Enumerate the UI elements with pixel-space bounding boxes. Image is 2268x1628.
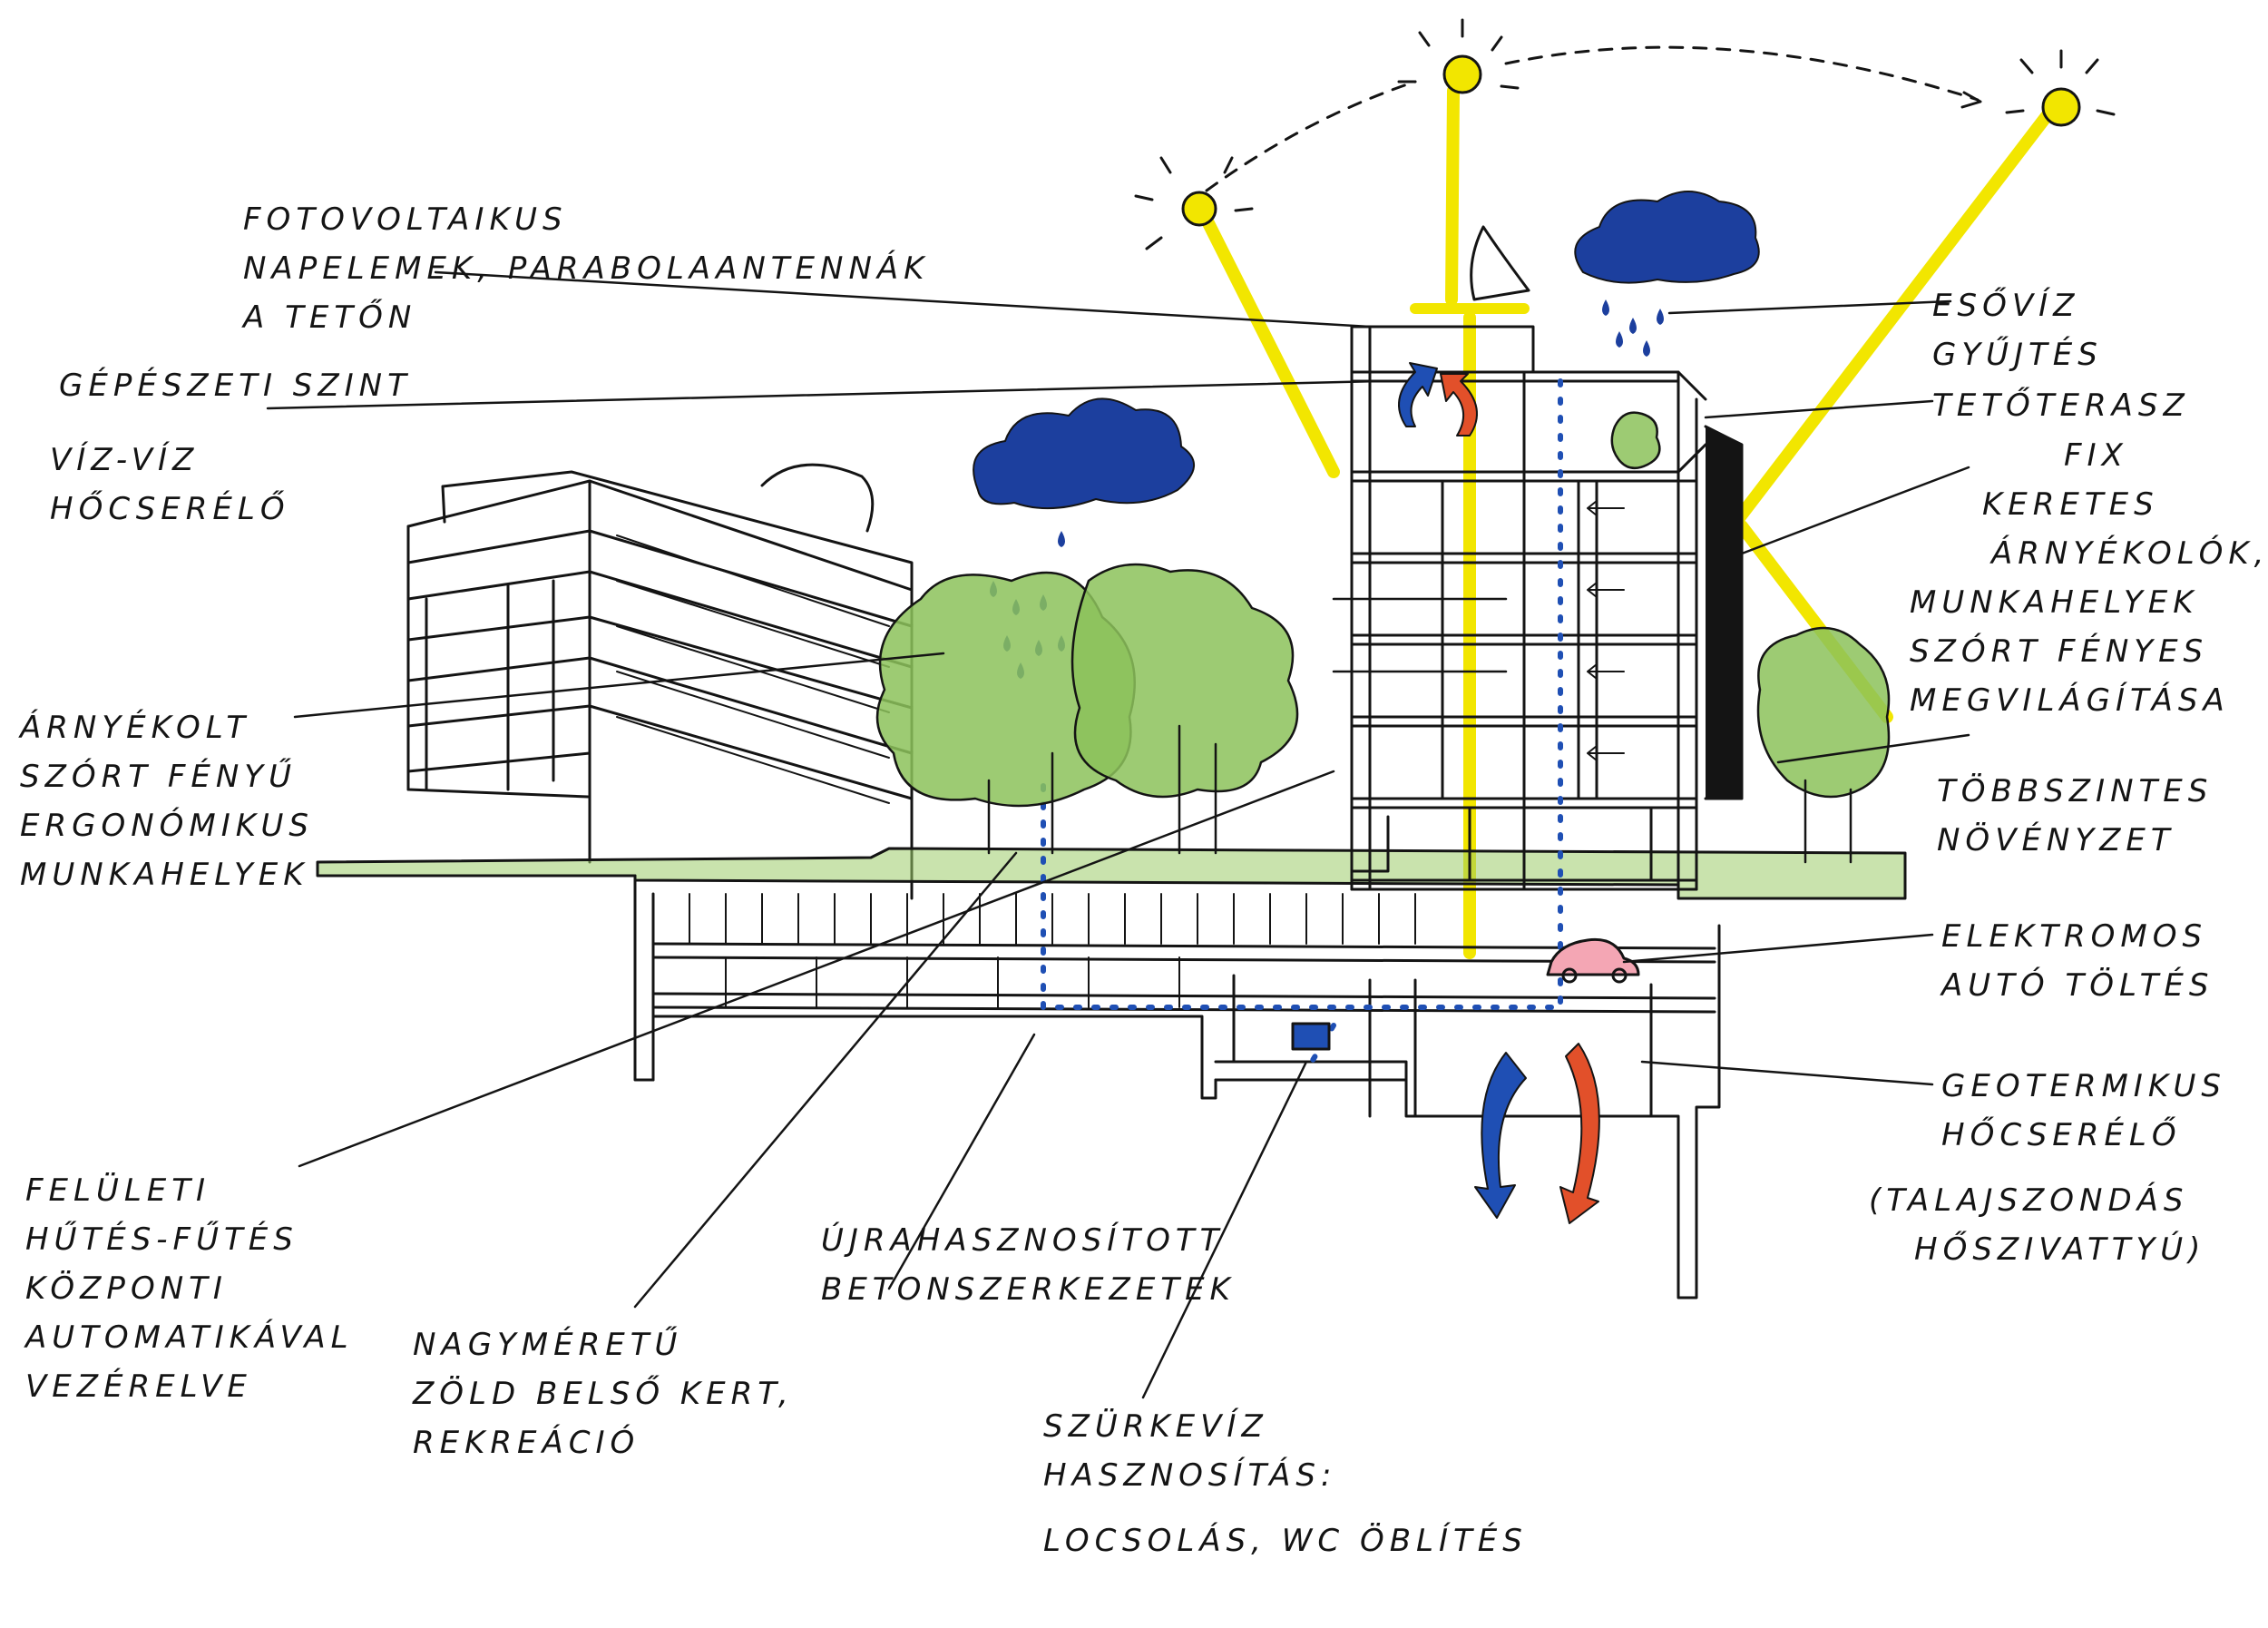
label-line: ÚJRAHASZNOSÍTOTT (821, 1222, 1225, 1259)
label-line: FIX (2064, 437, 2128, 474)
label-garden: NAGYMÉRETŰ ZÖLD BELSŐ KERT, REKREÁCIÓ (413, 1320, 794, 1467)
label-line: KÖZPONTI (25, 1270, 228, 1307)
label-line: HŐCSERÉLŐ (50, 491, 290, 527)
label-rainwater: ESŐVÍZ GYŰJTÉS (1932, 281, 2103, 379)
label-greywater: SZÜRKEVÍZ HASZNOSÍTÁS: LOCSOLÁS, WC ÖBLÍ… (1043, 1402, 1528, 1565)
rain-cloud-icon (973, 191, 1760, 679)
label-line: A TETŐN (243, 299, 417, 336)
label-line: ERGONÓMIKUS (20, 808, 314, 844)
main-building-section (1350, 225, 1744, 891)
label-roof-terrace: TETŐTERASZ (1932, 381, 2190, 430)
label-line: REKREÁCIÓ (413, 1425, 640, 1461)
label-line: FOTOVOLTAIKUS (243, 201, 568, 238)
sun-icon (1134, 18, 2116, 250)
ground-deck (316, 847, 1907, 900)
label-line: NAPELEMEK, PARABOLAANTENNÁK (243, 250, 930, 287)
label-line: GÉPÉSZETI SZINT (59, 368, 412, 404)
label-line: NAGYMÉRETŰ (413, 1327, 683, 1363)
label-line: (TALAJSZONDÁS (1869, 1182, 2189, 1219)
label-line: ÁRNYÉKOLÓK, (1991, 535, 2268, 572)
tree-icon (875, 411, 1891, 864)
label-ev-charging: ELEKTROMOS AUTÓ TÖLTÉS (1941, 912, 2214, 1010)
label-line: TÖBBSZINTES (1937, 773, 2214, 809)
label-line: AUTÓ TÖLTÉS (1941, 967, 2214, 1004)
label-surface-cooling: FELÜLETI HŰTÉS-FŰTÉS KÖZPONTI AUTOMATIKÁ… (25, 1166, 354, 1411)
heat-arrow-icon (1398, 362, 1600, 1224)
label-line: SZÓRT FÉNYŰ (20, 759, 297, 795)
label-vegetation: TÖBBSZINTES NÖVÉNYZET (1937, 767, 2213, 865)
label-line: VEZÉRELVE (25, 1368, 252, 1405)
label-photovoltaic: FOTOVOLTAIKUS NAPELEMEK, PARABOLAANTENNÁ… (243, 195, 929, 342)
label-line: KERETES (1982, 486, 2159, 523)
label-line: HŐCSERÉLŐ (1941, 1117, 2182, 1153)
label-geothermal: GEOTERMIKUS HŐCSERÉLŐ (TALAJSZONDÁS HŐSZ… (1869, 1062, 2226, 1274)
leader-lines (266, 270, 1970, 1399)
label-line: BETONSZERKEZETEK (821, 1271, 1236, 1308)
label-mechanical-floor: GÉPÉSZETI SZINT (59, 361, 412, 410)
greywater-tank (1291, 1022, 1331, 1051)
label-line: MUNKAHELYEK (20, 857, 309, 893)
underground-structure (633, 874, 1721, 1299)
rooftop-equipment (1410, 225, 1530, 314)
label-line: ZÖLD BELSŐ KERT, (413, 1376, 794, 1412)
label-line: FELÜLETI (25, 1172, 211, 1209)
label-line: SZÜRKEVÍZ (1043, 1408, 1268, 1445)
label-line: SZÓRT FÉNYES (1910, 633, 2209, 670)
label-line: GYŰJTÉS (1932, 337, 2103, 373)
label-water-exchanger: VÍZ-VÍZ HŐCSERÉLŐ (50, 436, 290, 534)
label-line: MEGVILÁGÍTÁSA (1910, 682, 2230, 719)
label-line: ÁRNYÉKOLT (20, 710, 251, 746)
label-line: HŰTÉS-FŰTÉS (25, 1221, 298, 1258)
label-line: GEOTERMIKUS (1941, 1068, 2226, 1104)
label-workplaces: ÁRNYÉKOLT SZÓRT FÉNYŰ ERGONÓMIKUS MUNKAH… (20, 703, 314, 899)
label-line: ESŐVÍZ (1932, 288, 2080, 324)
label-line: ELEKTROMOS (1941, 918, 2208, 955)
background-office-building (406, 463, 914, 900)
label-line: LOCSOLÁS, WC ÖBLÍTÉS (1043, 1523, 1528, 1559)
collector-arrows (1587, 500, 1625, 761)
rainwater-pipe (1041, 378, 1563, 1074)
label-line: AUTOMATIKÁVAL (25, 1319, 354, 1356)
label-line: VÍZ-VÍZ (50, 442, 200, 478)
label-line: NÖVÉNYZET (1937, 822, 2175, 858)
label-concrete: ÚJRAHASZNOSÍTOTT BETONSZERKEZETEK (821, 1216, 1236, 1314)
label-line: TETŐTERASZ (1932, 387, 2190, 424)
label-line: MUNKAHELYEK (1910, 584, 2199, 621)
car-icon (1546, 937, 1640, 984)
label-line: HŐSZIVATTYÚ) (1914, 1231, 2206, 1268)
label-collector: FIX KERETES ÁRNYÉKOLÓK, MUNKAHELYEK SZÓR… (1910, 431, 2268, 725)
sun-path-arrows (1205, 45, 1982, 192)
label-line: HASZNOSÍTÁS: (1043, 1457, 1337, 1494)
